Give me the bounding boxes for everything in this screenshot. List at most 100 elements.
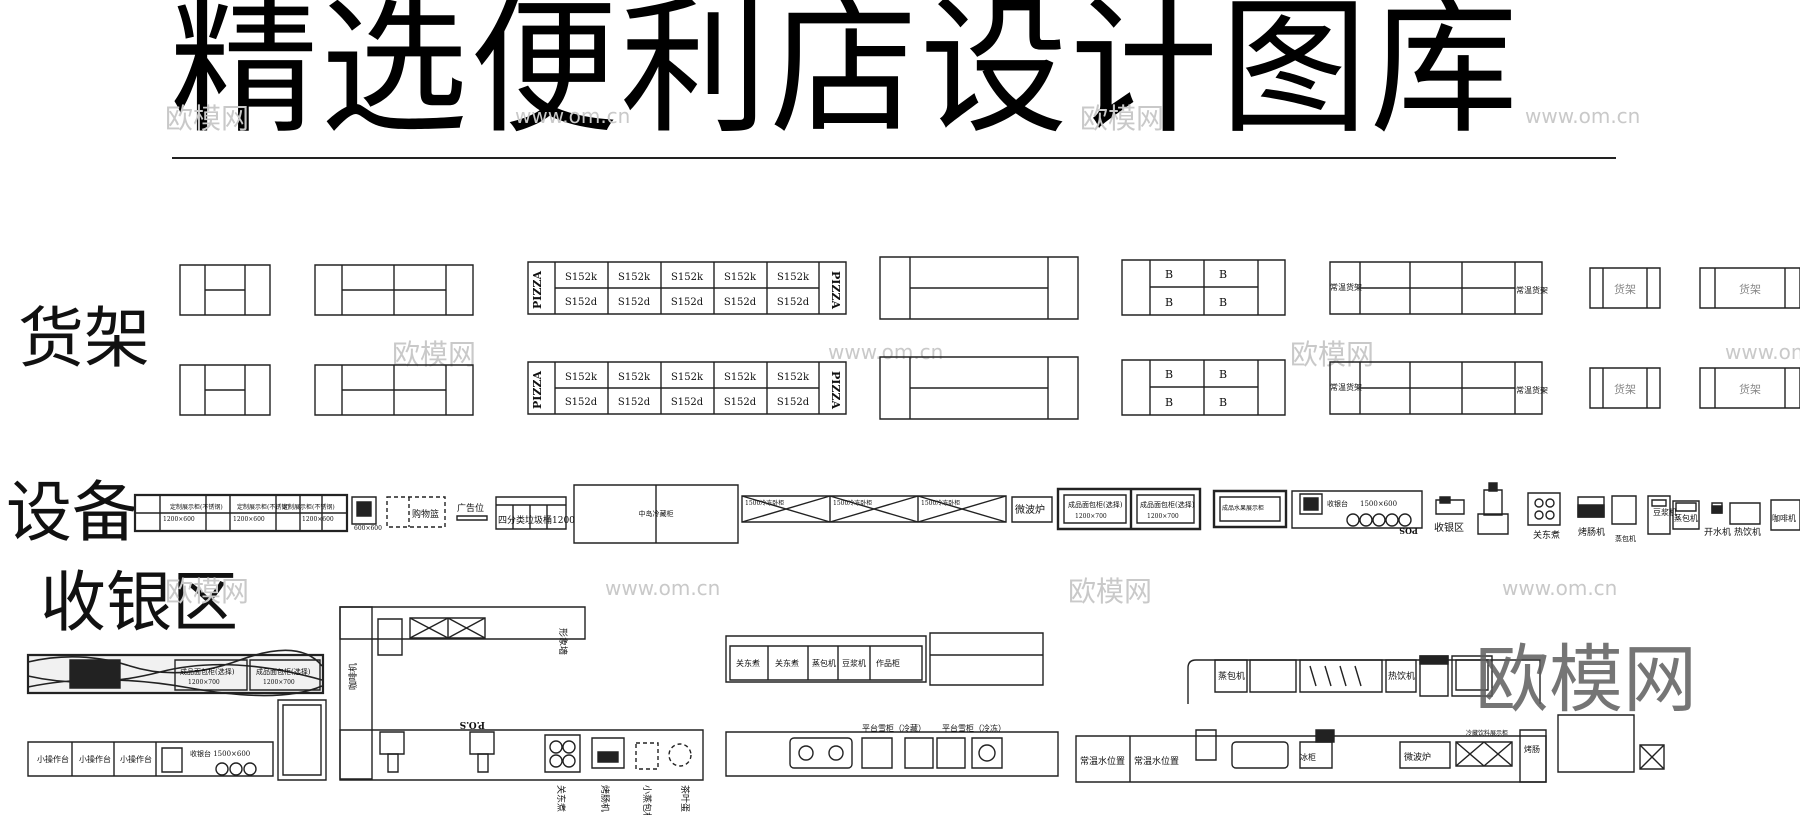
- label-soymilk: 豆浆机: [1653, 507, 1677, 517]
- cashier-block-l: [340, 607, 703, 780]
- label-size: 600×600: [354, 525, 382, 532]
- shelf-unit-b-boxes: [1122, 260, 1285, 415]
- equipment-row: [135, 483, 1800, 543]
- label-code: S152d: [777, 297, 810, 308]
- label-oden: 关东煮: [736, 658, 760, 668]
- label-shopping-cart: 购物篮: [412, 508, 439, 520]
- label-size: 1200×700: [1147, 513, 1179, 520]
- label-shelf: 货架: [1614, 382, 1636, 396]
- label-sausage: 烤肠机: [599, 785, 611, 812]
- label-microwave: 微波炉: [1404, 751, 1431, 763]
- label-microwave: 微波炉: [1015, 503, 1045, 516]
- label-coffee: 咖啡机: [1772, 513, 1796, 523]
- label-cashier-area: 收银区: [1434, 521, 1464, 534]
- label-freezer: 1500冷冻卧柜: [921, 499, 960, 507]
- label-fruit-cabinet: 成品水果展示柜: [1222, 504, 1264, 512]
- label-pizza: PIZZA: [531, 371, 544, 409]
- label-island-cabinet: 中岛冷藏柜: [639, 509, 674, 518]
- label-tea-egg: 茶叶蛋: [679, 785, 691, 812]
- label-steamer: 蒸包机: [1218, 670, 1245, 682]
- watermark-url: www.om.cn: [828, 340, 944, 364]
- label-code: S152d: [671, 297, 704, 308]
- section-label-cashier: 收银区: [40, 564, 238, 641]
- label-bun-steamer: 小蒸包机: [641, 785, 653, 815]
- label-code: S152d: [671, 397, 704, 408]
- label-bun-steamer: 蒸包机: [1615, 534, 1636, 543]
- cashier-block-left: [28, 649, 326, 780]
- page-title: 精选便利店设计图库: [170, 0, 1520, 154]
- label-platform-freeze: 平台雪柜（冷藏）: [862, 723, 926, 733]
- shelf-unit-b: [315, 265, 473, 415]
- label-b: B: [1165, 396, 1173, 409]
- label-code: S152k: [724, 272, 757, 283]
- label-custom-shelf: 定制展示柜(不锈钢): [237, 503, 290, 511]
- label-b: B: [1165, 296, 1173, 309]
- label-size: 1200×600: [233, 516, 265, 523]
- label-code: S152k: [565, 372, 598, 383]
- label-code: S152k: [671, 372, 704, 383]
- watermark-logo: 欧模网: [165, 102, 250, 135]
- label-drink: 热饮机: [1388, 670, 1415, 682]
- watermark-url: www.om.cn: [1525, 104, 1641, 128]
- label-code: S152k: [777, 372, 810, 383]
- label-normal-shelf: 常温货架: [1330, 382, 1362, 392]
- section-label-equipment: 设备: [6, 474, 138, 551]
- label-code: S152k: [777, 272, 810, 283]
- label-b: B: [1219, 368, 1227, 381]
- label-cold-display: 冷藏饮料展示柜: [1466, 729, 1508, 737]
- watermark-logo: 欧模网: [165, 575, 250, 608]
- label-sausage: 烤肠机: [1578, 526, 1605, 538]
- label-code: S152d: [565, 397, 598, 408]
- label-water-boiler: 开水机: [1704, 526, 1731, 538]
- label-b: B: [1219, 296, 1227, 309]
- label-oden: 关东煮: [775, 658, 799, 668]
- label-bun-steamer2: 蒸包机: [1674, 513, 1698, 523]
- label-pos: POS: [1399, 526, 1418, 536]
- label-b: B: [1219, 268, 1227, 281]
- label-ice: 冰柜: [1300, 752, 1316, 762]
- label-normal-water: 常温水位置: [1134, 755, 1179, 767]
- shelf-unit-a: [180, 265, 270, 415]
- label-bread-cabinet: 成品面包柜(选择): [1140, 500, 1195, 509]
- watermark-url: www.om.cn: [1502, 576, 1618, 600]
- label-freezer: 1500冷冻卧柜: [745, 499, 784, 507]
- label-size: 1200×600: [163, 516, 195, 523]
- label-small-table: 小操作台: [120, 754, 152, 764]
- label-bread-cabinet: 成品面包柜(选择): [180, 667, 235, 676]
- label-code: S152d: [618, 297, 651, 308]
- label-bread-cabinet: 成品面包柜(选择): [256, 667, 311, 676]
- label-freezer: 1500冷冻卧柜: [833, 499, 872, 507]
- label-code: S152k: [671, 272, 704, 283]
- label-custom-shelf: 定制展示柜(不锈钢): [170, 503, 223, 511]
- label-code: S152k: [618, 372, 651, 383]
- label-steamer: 蒸包机: [812, 658, 836, 668]
- label-normal-shelf: 常温货架: [1330, 282, 1362, 292]
- shelf-unit-small: [1590, 268, 1800, 408]
- label-small-table: 小操作台: [79, 754, 111, 764]
- label-bake: 烤肠: [1524, 744, 1540, 754]
- label-code: S152d: [777, 397, 810, 408]
- label-size: 1200×700: [1075, 513, 1107, 520]
- label-coffee: 咖啡机: [347, 663, 359, 690]
- label-oden: 关东煮: [555, 785, 567, 812]
- label-dough: 豆浆机: [842, 658, 866, 668]
- label-shelf: 货架: [1739, 282, 1761, 296]
- cashier-block-middle: [726, 633, 1058, 776]
- shelf-unit-normal-temp: [1330, 262, 1542, 414]
- watermark-url: www.om.cn: [605, 576, 721, 600]
- label-normal-water: 常温水位置: [1080, 755, 1125, 767]
- label-oden: 关东煮: [1533, 529, 1560, 541]
- label-code: S152k: [565, 272, 598, 283]
- watermark-url: www.om.cn: [515, 104, 631, 128]
- section-label-shelves: 货架: [18, 300, 150, 377]
- label-code: S152d: [618, 397, 651, 408]
- label-ad-slot: 广告位: [457, 502, 484, 514]
- label-drink-machine: 热饮机: [1734, 526, 1761, 538]
- label-pizza: PIZZA: [531, 271, 544, 309]
- label-code: S152k: [618, 272, 651, 283]
- label-custom-shelf: 定制展示柜(不锈钢): [282, 503, 335, 511]
- label-code: S152d: [565, 297, 598, 308]
- watermark-logo: 欧模网: [1080, 102, 1165, 135]
- label-code: S152d: [724, 397, 757, 408]
- label-size: 1200×700: [188, 679, 220, 686]
